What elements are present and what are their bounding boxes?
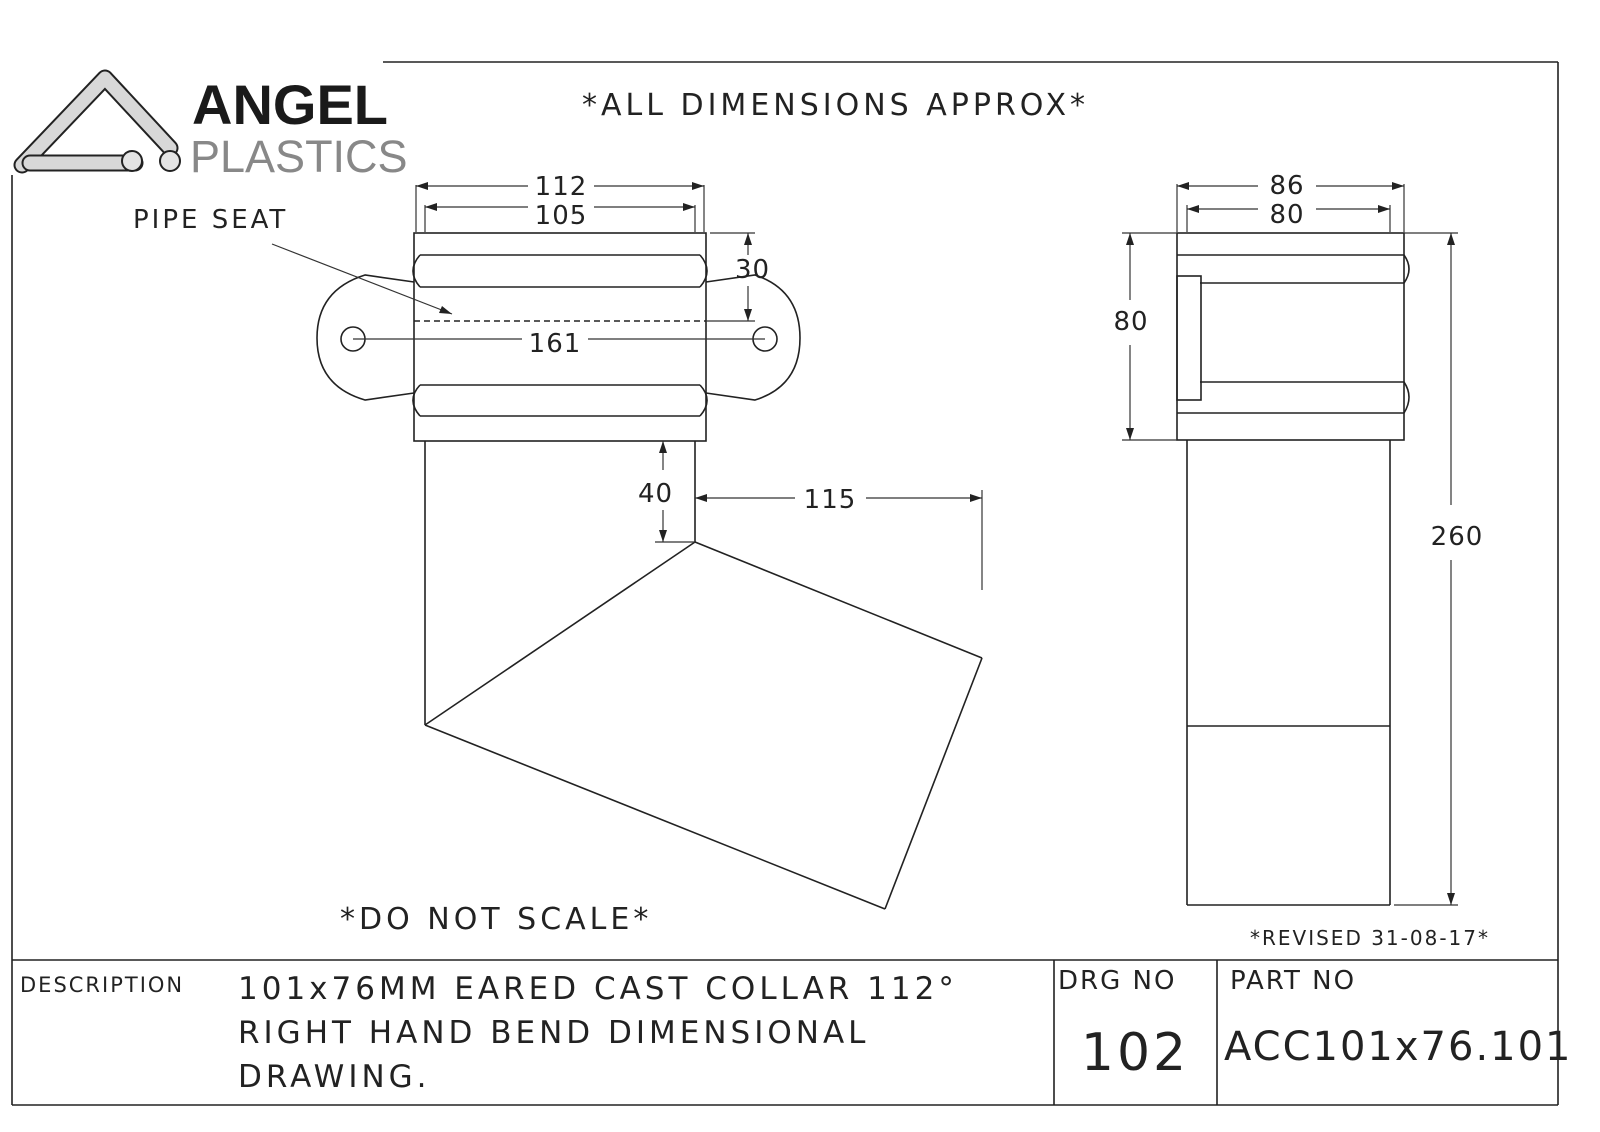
side-view: 86 80 80 260 [1113,171,1484,906]
lower-bead [412,384,708,417]
dim-offset: 115 [695,485,983,590]
revised-note: *REVISED 31-08-17* [1250,926,1490,950]
part-no-value: ACC101x76.101 [1224,1024,1573,1070]
dim-side-collar-height: 80 [1113,232,1177,441]
dim-overall-width: 112 [415,172,705,232]
dim-112-label: 112 [535,172,588,202]
dim-inner-width: 105 [424,201,696,232]
dim-spigot-length: 40 [638,441,695,543]
dim-161-label: 161 [529,329,582,359]
logo-name-line1: ANGEL [192,73,388,136]
dim-86-label: 86 [1269,171,1304,201]
side-collar-outline [1176,232,1405,441]
upper-bead [412,254,708,288]
dim-side-outer-width: 86 [1176,171,1405,232]
collar-outline [413,232,707,442]
dim-ear-centres: 161 [353,329,765,359]
dim-80-height-label: 80 [1113,307,1148,337]
dim-40-label: 40 [638,479,673,509]
logo-name-line2: PLASTICS [190,131,408,182]
dim-115-label: 115 [804,485,857,515]
dim-105-label: 105 [535,201,588,231]
drg-no-label: DRG NO [1058,966,1176,996]
dim-260-label: 260 [1431,522,1484,552]
header-note: *ALL DIMENSIONS APPROX* [582,88,1089,123]
description-label: DESCRIPTION [20,973,184,997]
part-no-label: PART NO [1230,966,1356,996]
title-block: DESCRIPTION 101x76MM EARED CAST COLLAR 1… [12,959,1573,1105]
pipe-seat-label: PIPE SEAT [133,205,288,235]
bend-outline [424,441,983,910]
do-not-scale-note: *DO NOT SCALE* [340,902,652,937]
description-line-1: 101x76MM EARED CAST COLLAR 112° [238,971,958,1007]
dim-seat-depth: 30 [706,232,770,322]
side-ear-stub [1176,275,1202,401]
description-line-2: RIGHT HAND BEND DIMENSIONAL [238,1015,869,1051]
logo-pipe-triangle-icon [13,69,181,174]
drg-no-value: 102 [1081,1023,1189,1083]
dim-30-label: 30 [735,255,770,285]
angel-plastics-logo: ANGEL PLASTICS [13,69,408,182]
sheet-border [11,61,1559,1106]
pipe-seat-callout: PIPE SEAT [133,205,453,315]
right-ear [705,274,801,401]
dim-overall-height: 260 [1394,232,1484,906]
dim-80-width-label: 80 [1269,200,1304,230]
dim-side-inner-width: 80 [1186,200,1391,232]
front-view: 112 105 30 161 PIP [133,172,983,910]
description-line-3: DRAWING. [238,1059,431,1095]
